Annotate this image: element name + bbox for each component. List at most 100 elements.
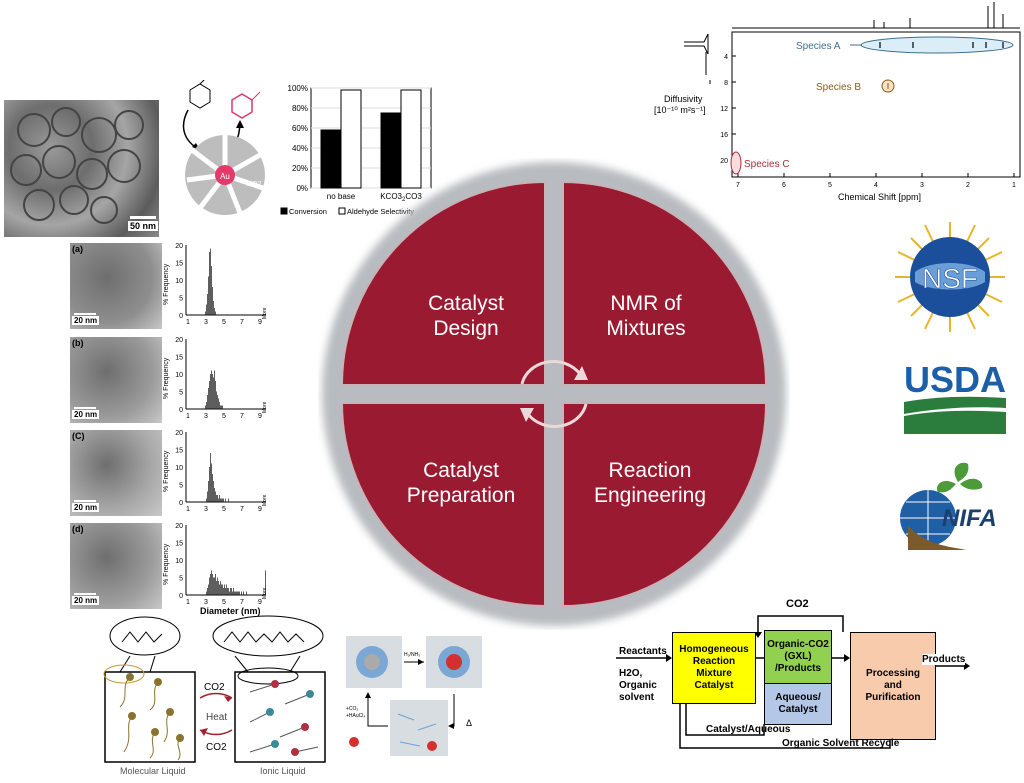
nmr-ytick: 12	[720, 106, 728, 113]
hist-bar	[217, 577, 218, 595]
hist-bar	[212, 474, 213, 502]
bar-ytick-label: 60%	[292, 124, 308, 133]
hist-ytick: 20	[175, 430, 183, 437]
co2-top-label: CO2	[204, 682, 225, 693]
hist-bar	[205, 311, 206, 315]
panel-letter: (d)	[72, 524, 84, 534]
hist-bar	[225, 588, 226, 595]
hist-bar	[211, 370, 212, 409]
hist-xtick: 3	[204, 319, 208, 326]
nmr-ylabel-2: [10⁻¹⁰ m²s⁻¹]	[654, 105, 706, 115]
tem-image-main: 50 nm	[4, 100, 159, 237]
hist-bar	[237, 591, 238, 595]
hist-xtick: 9	[258, 599, 262, 606]
hist-bar	[214, 488, 215, 502]
bar-aldehyde-selectivity	[400, 89, 422, 189]
hist-bar	[212, 574, 213, 595]
hist-bar	[222, 498, 223, 502]
hist-bar	[221, 584, 222, 595]
hist-bar	[219, 495, 220, 502]
quadrant-reaction-engineering	[562, 402, 768, 608]
hist-bar	[220, 581, 221, 595]
hist-bar	[220, 405, 221, 409]
hist-bar	[208, 481, 209, 502]
hist-ylabel: % Frequency	[163, 450, 170, 492]
flow-products-label: Products	[922, 654, 966, 665]
quadrant-catalyst-design	[340, 180, 546, 386]
hist-bar	[206, 498, 207, 502]
usda-logo: USDA	[900, 358, 1010, 436]
species-c-ellipse	[730, 151, 742, 175]
flow-catalyst-recycle-label: Catalyst/Aqueous	[706, 724, 791, 735]
nmr-xlabel: Chemical Shift [ppm]	[838, 192, 921, 202]
svg-text:Δ: Δ	[466, 718, 472, 728]
tem-image-3: (C)20 nm	[70, 430, 162, 516]
hist-bar	[206, 402, 207, 409]
hist-bar	[228, 588, 229, 595]
tem-scale-label: 20 nm	[72, 596, 100, 605]
hist-bar	[216, 391, 217, 409]
hist-bar	[218, 581, 219, 595]
nmr-xtick: 3	[920, 182, 924, 189]
quadrant-catalyst-preparation	[340, 402, 546, 608]
gxl-products-box: Organic-CO2(GXL)/Products	[764, 630, 832, 684]
hist-bar	[211, 570, 212, 595]
hist-bar	[235, 591, 236, 595]
hist-bar	[209, 467, 210, 502]
tem-particles	[10, 107, 144, 224]
hist-bar	[209, 381, 210, 409]
molecular-liquid-caption: Molecular Liquid	[120, 766, 186, 776]
hist-xtick: 5	[222, 599, 226, 606]
heat-label: Heat	[206, 712, 227, 723]
hist-ytick: 5	[179, 483, 183, 490]
hist-bar	[213, 301, 214, 315]
hist-bar	[228, 498, 229, 502]
hist-bar	[243, 591, 244, 595]
bar-ytick-label: 0%	[296, 184, 308, 193]
hist-xtick: 3	[204, 413, 208, 420]
hist-ytick: 0	[179, 313, 183, 320]
hist-ytick: 15	[175, 448, 183, 455]
hist-ytick: 15	[175, 261, 183, 268]
tem-image-4: (d) 20 nm	[70, 523, 162, 609]
hist-bar	[219, 402, 220, 409]
bar-ytick-label: 40%	[292, 144, 308, 153]
hist-xtick: 5	[222, 413, 226, 420]
hist-xtick: 7	[240, 319, 244, 326]
hist-xtick: 7	[240, 506, 244, 513]
hist-ytick: 0	[179, 593, 183, 600]
hist-ytick: 15	[175, 355, 183, 362]
hist-xtick: 9	[258, 413, 262, 420]
hist-bar	[215, 491, 216, 502]
hist-xtick: 7	[240, 599, 244, 606]
hist-ytick: 10	[175, 372, 183, 379]
nmr-ytick: 16	[720, 132, 728, 139]
nmr-xtick: 5	[828, 182, 832, 189]
hist-xlabel: Diameter (nm)	[200, 606, 261, 616]
hist-bar	[210, 574, 211, 595]
hist-bar	[221, 405, 222, 409]
hist-xtick: 1	[186, 319, 190, 326]
hist-bar	[207, 588, 208, 595]
hist-bar	[212, 374, 213, 409]
hist-bar	[225, 498, 226, 502]
hist-bar	[210, 248, 211, 315]
svg-text:+HAuCl₄: +HAuCl₄	[346, 713, 365, 719]
svg-text:+CO₂: +CO₂	[346, 706, 358, 712]
panel-letter: (C)	[72, 431, 85, 441]
panel-letter: (a)	[72, 244, 83, 254]
hist-xtick: 3	[204, 506, 208, 513]
bar-aldehyde-selectivity	[340, 89, 362, 189]
hist-bar	[230, 588, 231, 595]
nmr-xtick: 2	[966, 182, 970, 189]
hist-ytick: 10	[175, 558, 183, 565]
hist-bar	[206, 304, 207, 315]
